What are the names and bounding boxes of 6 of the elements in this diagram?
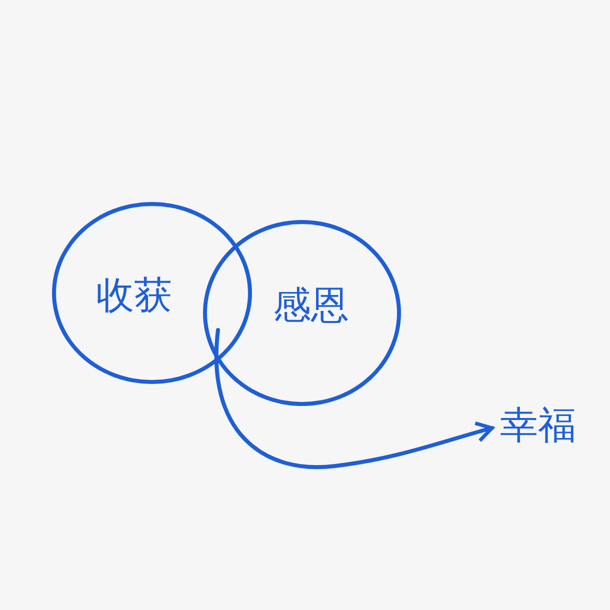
arrow <box>214 328 494 470</box>
text-label: 幸福 <box>500 406 576 444</box>
circle <box>203 220 401 406</box>
circle-label: 感恩 <box>273 286 349 324</box>
circle <box>52 202 252 384</box>
circle-label: 收获 <box>96 276 172 314</box>
